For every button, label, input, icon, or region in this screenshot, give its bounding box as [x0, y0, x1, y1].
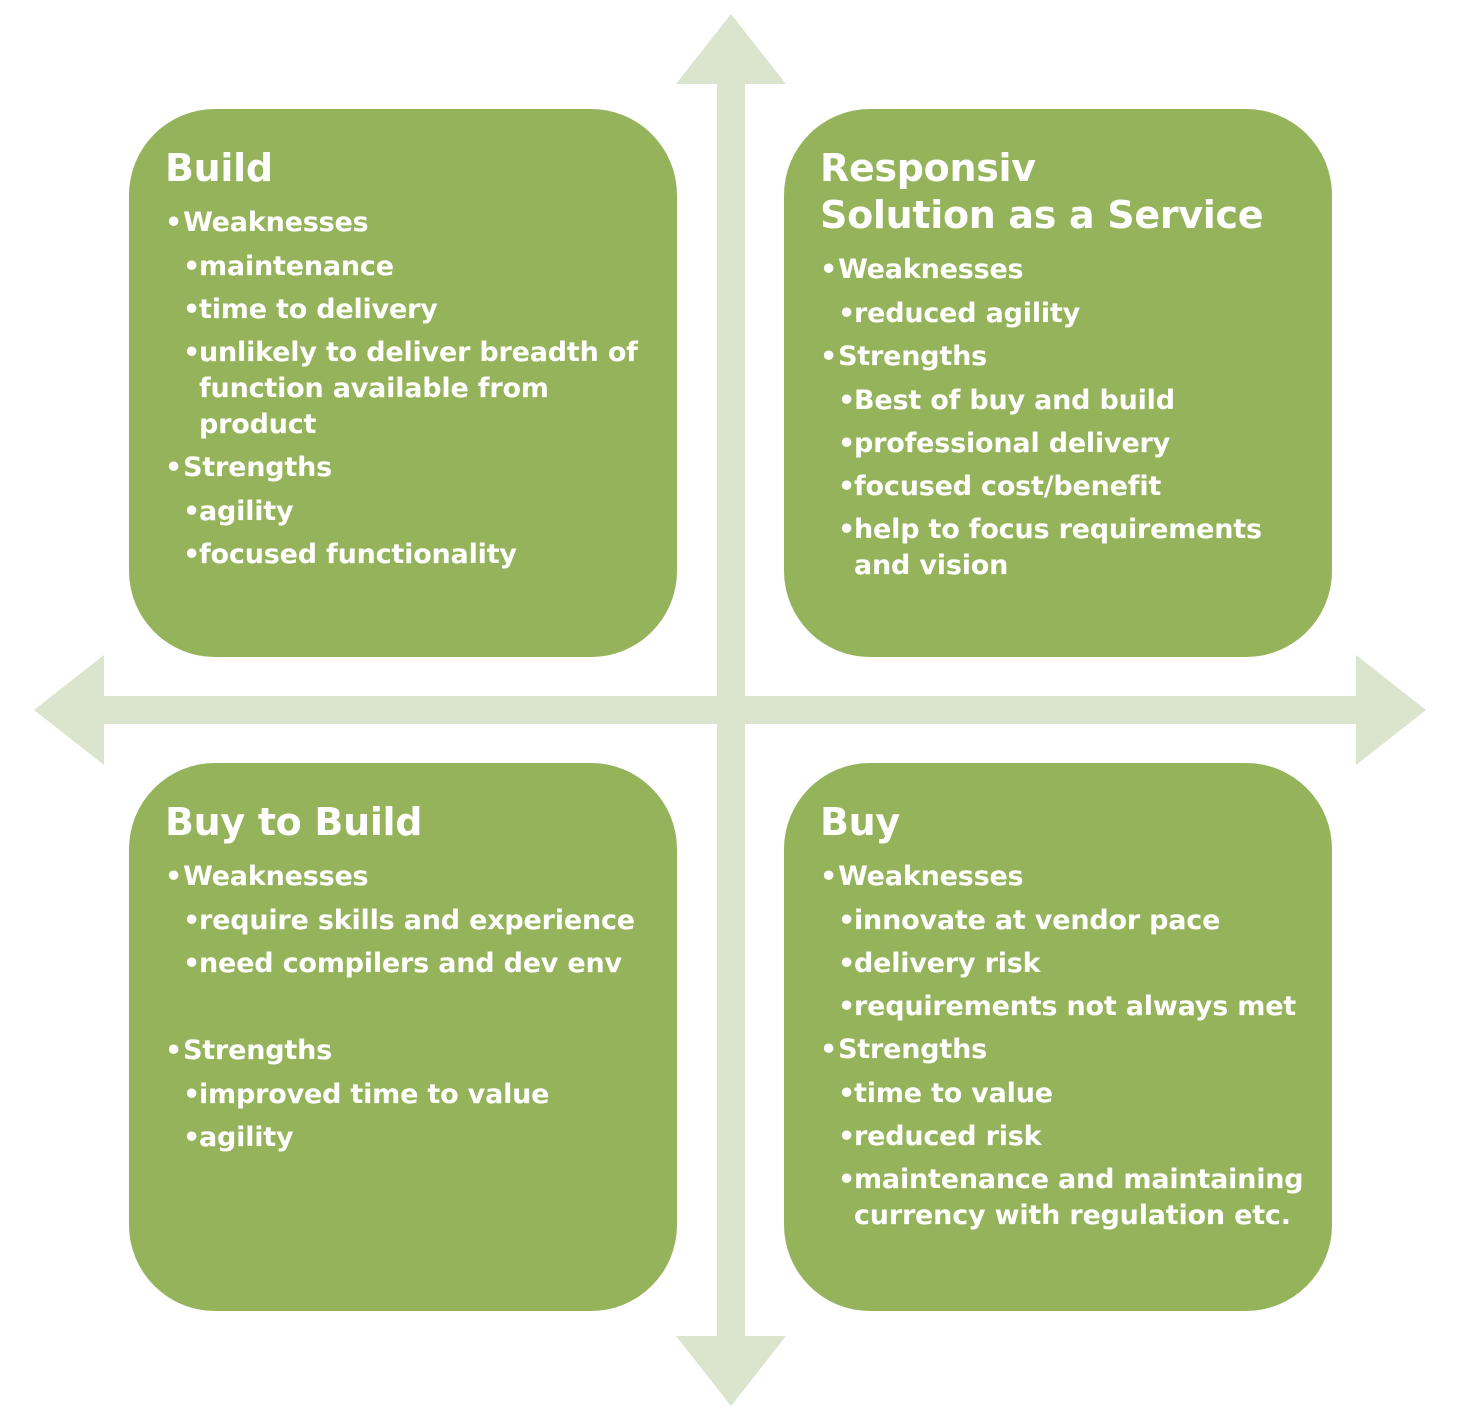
weaknesses-label: Weaknesses [165, 207, 369, 238]
weaknesses-list: maintenance time to delivery unlikely to… [165, 249, 657, 443]
quadrant-title: Build [165, 145, 657, 192]
quadrant-responsiv: Responsiv Solution as a Service Weakness… [784, 109, 1332, 657]
list-item: maintenance and maintaining currency wit… [838, 1162, 1312, 1234]
list-item: reduced risk [838, 1119, 1312, 1155]
quadrant-title: Buy to Build [165, 799, 657, 846]
list-item: innovate at vendor pace [838, 903, 1312, 939]
weaknesses-section: Weaknesses require skills and experience… [165, 858, 657, 982]
weaknesses-list: innovate at vendor pace delivery risk re… [820, 903, 1312, 1025]
list-item: professional delivery [838, 426, 1312, 462]
weaknesses-label: Weaknesses [820, 254, 1024, 285]
strengths-section: Strengths time to value reduced risk mai… [820, 1031, 1312, 1234]
quadrant-title-line: Build [165, 146, 273, 190]
quadrant-list: Weaknesses require skills and experience… [165, 858, 657, 1156]
weaknesses-list: reduced agility [820, 296, 1312, 332]
quadrant-title-line: Buy [820, 800, 900, 844]
list-item: time to value [838, 1076, 1312, 1112]
list-item: maintenance [183, 249, 657, 285]
weaknesses-section: Weaknesses maintenance time to delivery … [165, 204, 657, 443]
list-item: focused functionality [183, 537, 657, 573]
list-item: help to focus requirements and vision [838, 512, 1312, 584]
strengths-section: Strengths Best of buy and build professi… [820, 338, 1312, 584]
strengths-label: Strengths [165, 452, 332, 483]
list-item: reduced agility [838, 296, 1312, 332]
list-item: Best of buy and build [838, 383, 1312, 419]
strengths-label: Strengths [820, 1034, 987, 1065]
quadrant-list: Weaknesses maintenance time to delivery … [165, 204, 657, 573]
list-item: requirements not always met [838, 989, 1312, 1025]
strengths-section: Strengths improved time to value agility [165, 1032, 657, 1156]
quadrant-buy: Buy Weaknesses innovate at vendor pace d… [784, 763, 1332, 1311]
quadrant-title: Responsiv Solution as a Service [820, 145, 1312, 239]
strengths-section: Strengths agility focused functionality [165, 449, 657, 573]
weaknesses-list: require skills and experience need compi… [165, 903, 657, 982]
quadrant-build: Build Weaknesses maintenance time to del… [129, 109, 677, 657]
quadrant-list: Weaknesses reduced agility Strengths Bes… [820, 251, 1312, 584]
list-item: agility [183, 1120, 657, 1156]
horizontal-axis-arrow [34, 655, 1426, 765]
weaknesses-section: Weaknesses innovate at vendor pace deliv… [820, 858, 1312, 1025]
list-item: focused cost/benefit [838, 469, 1312, 505]
strengths-list: improved time to value agility [165, 1077, 657, 1156]
weaknesses-label: Weaknesses [165, 861, 369, 892]
quadrant-title-line: Buy to Build [165, 800, 423, 844]
list-item: improved time to value [183, 1077, 657, 1113]
quadrant-title: Buy [820, 799, 1312, 846]
list-item: need compilers and dev env [183, 946, 657, 982]
weaknesses-label: Weaknesses [820, 861, 1024, 892]
quadrant-title-line: Solution as a Service [820, 193, 1264, 237]
list-item: delivery risk [838, 946, 1312, 982]
strengths-list: Best of buy and build professional deliv… [820, 383, 1312, 584]
quadrant-list: Weaknesses innovate at vendor pace deliv… [820, 858, 1312, 1234]
list-item: require skills and experience [183, 903, 657, 939]
strengths-label: Strengths [165, 1035, 332, 1066]
strengths-list: time to value reduced risk maintenance a… [820, 1076, 1312, 1234]
strengths-label: Strengths [820, 341, 987, 372]
list-item: unlikely to deliver breadth of function … [183, 335, 657, 443]
weaknesses-section: Weaknesses reduced agility [820, 251, 1312, 332]
list-item: time to delivery [183, 292, 657, 328]
quadrant-buy-to-build: Buy to Build Weaknesses require skills a… [129, 763, 677, 1311]
list-item: agility [183, 494, 657, 530]
quadrant-title-line: Responsiv [820, 146, 1036, 190]
strengths-list: agility focused functionality [165, 494, 657, 573]
